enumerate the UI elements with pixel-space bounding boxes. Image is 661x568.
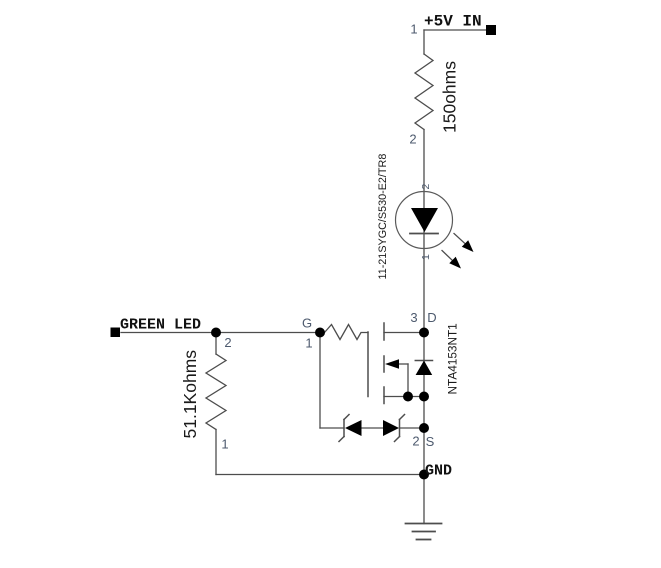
svg-text:2: 2 — [409, 132, 416, 147]
svg-text:1: 1 — [305, 336, 312, 351]
svg-text:D: D — [427, 310, 436, 325]
svg-text:GREEN LED: GREEN LED — [120, 317, 201, 334]
svg-text:1: 1 — [221, 437, 228, 452]
svg-text:2: 2 — [412, 434, 419, 449]
svg-text:11-21SYGC/S530-E2/TR8: 11-21SYGC/S530-E2/TR8 — [377, 154, 389, 280]
svg-text:51.1Kohms: 51.1Kohms — [180, 350, 200, 439]
svg-text:2: 2 — [420, 184, 432, 190]
svg-text:1: 1 — [420, 254, 432, 260]
svg-text:NTA4153NT1: NTA4153NT1 — [446, 323, 460, 394]
svg-text:1: 1 — [410, 22, 417, 37]
svg-text:GND: GND — [425, 463, 452, 480]
svg-text:2: 2 — [224, 335, 231, 350]
svg-text:150ohms: 150ohms — [440, 61, 460, 133]
svg-text:+5V IN: +5V IN — [424, 13, 482, 31]
svg-text:S: S — [426, 434, 435, 449]
svg-text:G: G — [302, 316, 312, 331]
svg-text:3: 3 — [410, 310, 417, 325]
